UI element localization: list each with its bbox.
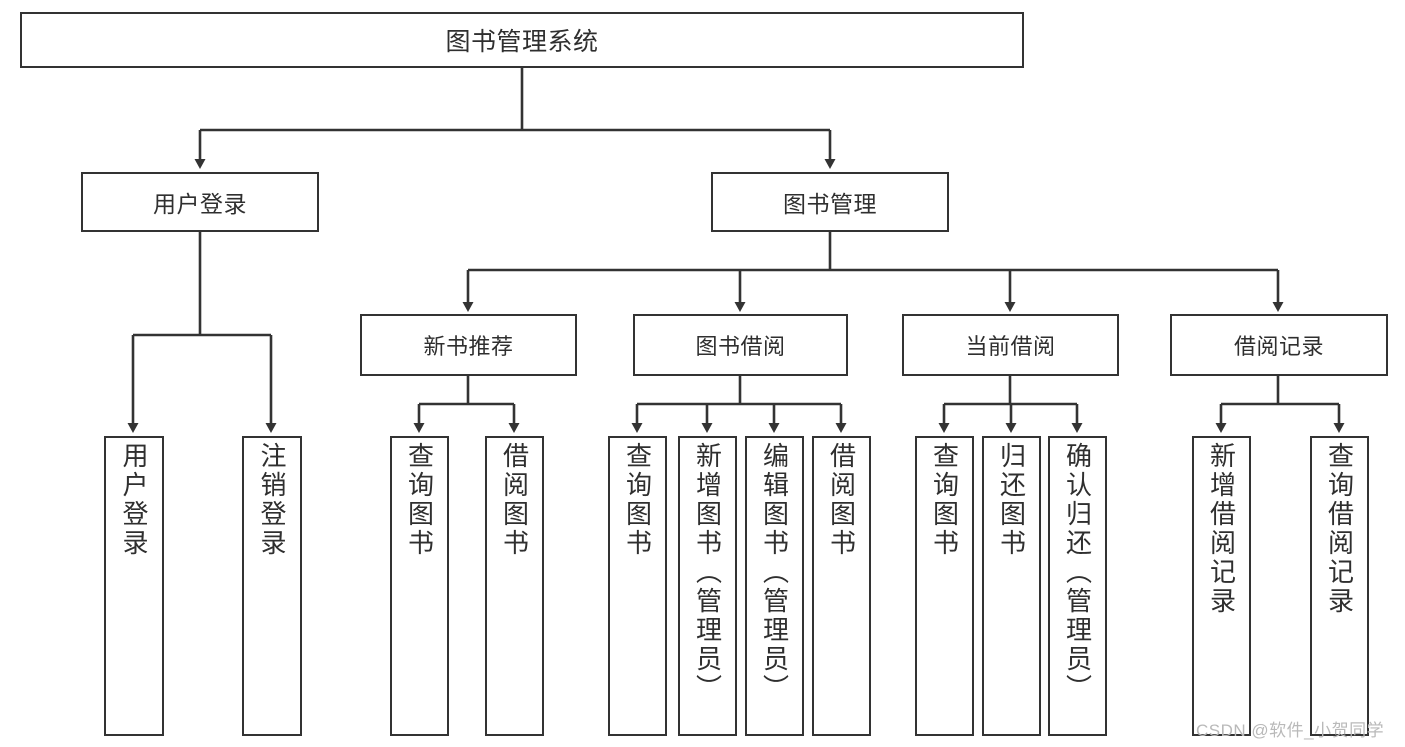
watermark: CSDN @软件_小贺同学 (1196, 721, 1385, 740)
leaf-newbook-query-book-label: 查询图书 (404, 442, 435, 558)
node-new-book-recommend-label: 新书推荐 (423, 334, 514, 359)
leaf-currentborrow-confirm-return[interactable]: 确认归还（管理员） (1048, 436, 1107, 736)
leaf-currentborrow-confirm-return-label: 确认归还（管理员） (1062, 442, 1093, 703)
leaf-borrowrecord-query-record[interactable]: 查询借阅记录 (1310, 436, 1369, 736)
node-current-borrow[interactable]: 当前借阅 (902, 314, 1119, 376)
leaf-borrowbook-add-book[interactable]: 新增图书（管理员） (678, 436, 737, 736)
node-borrow-record-label: 借阅记录 (1233, 334, 1324, 359)
node-book-borrow[interactable]: 图书借阅 (633, 314, 848, 376)
leaf-borrowbook-edit-book-label: 编辑图书（管理员） (759, 442, 790, 703)
leaf-currentborrow-query-book[interactable]: 查询图书 (915, 436, 974, 736)
leaf-borrowrecord-add-record-label: 新增借阅记录 (1206, 442, 1237, 616)
leaf-logout[interactable]: 注销登录 (242, 436, 302, 736)
node-user-login-label: 用户登录 (153, 191, 247, 217)
leaf-borrowbook-edit-book[interactable]: 编辑图书（管理员） (745, 436, 804, 736)
node-book-borrow-label: 图书借阅 (695, 334, 786, 359)
leaf-logout-label: 注销登录 (257, 442, 288, 558)
leaf-borrowbook-query-book-label: 查询图书 (622, 442, 653, 558)
leaf-currentborrow-query-book-label: 查询图书 (929, 442, 960, 558)
leaf-borrowbook-borrow-book[interactable]: 借阅图书 (812, 436, 871, 736)
leaf-borrowbook-borrow-book-label: 借阅图书 (826, 442, 857, 558)
node-root[interactable]: 图书管理系统 (20, 12, 1024, 68)
node-borrow-record[interactable]: 借阅记录 (1170, 314, 1388, 376)
node-user-login[interactable]: 用户登录 (81, 172, 319, 232)
leaf-newbook-borrow-book-label: 借阅图书 (499, 442, 530, 558)
leaf-user-login[interactable]: 用户登录 (104, 436, 164, 736)
leaf-newbook-borrow-book[interactable]: 借阅图书 (485, 436, 544, 736)
node-current-borrow-label: 当前借阅 (965, 334, 1056, 359)
leaf-currentborrow-return-book-label: 归还图书 (996, 442, 1027, 558)
leaf-newbook-query-book[interactable]: 查询图书 (390, 436, 449, 736)
leaf-borrowrecord-add-record[interactable]: 新增借阅记录 (1192, 436, 1251, 736)
node-book-manage-label: 图书管理 (783, 191, 877, 217)
node-root-label: 图书管理系统 (445, 28, 599, 56)
leaf-currentborrow-return-book[interactable]: 归还图书 (982, 436, 1041, 736)
leaf-borrowrecord-query-record-label: 查询借阅记录 (1324, 442, 1355, 616)
node-new-book-recommend[interactable]: 新书推荐 (360, 314, 577, 376)
leaf-borrowbook-query-book[interactable]: 查询图书 (608, 436, 667, 736)
leaf-borrowbook-add-book-label: 新增图书（管理员） (692, 442, 723, 703)
node-book-manage[interactable]: 图书管理 (711, 172, 949, 232)
leaf-user-login-label: 用户登录 (119, 442, 150, 558)
